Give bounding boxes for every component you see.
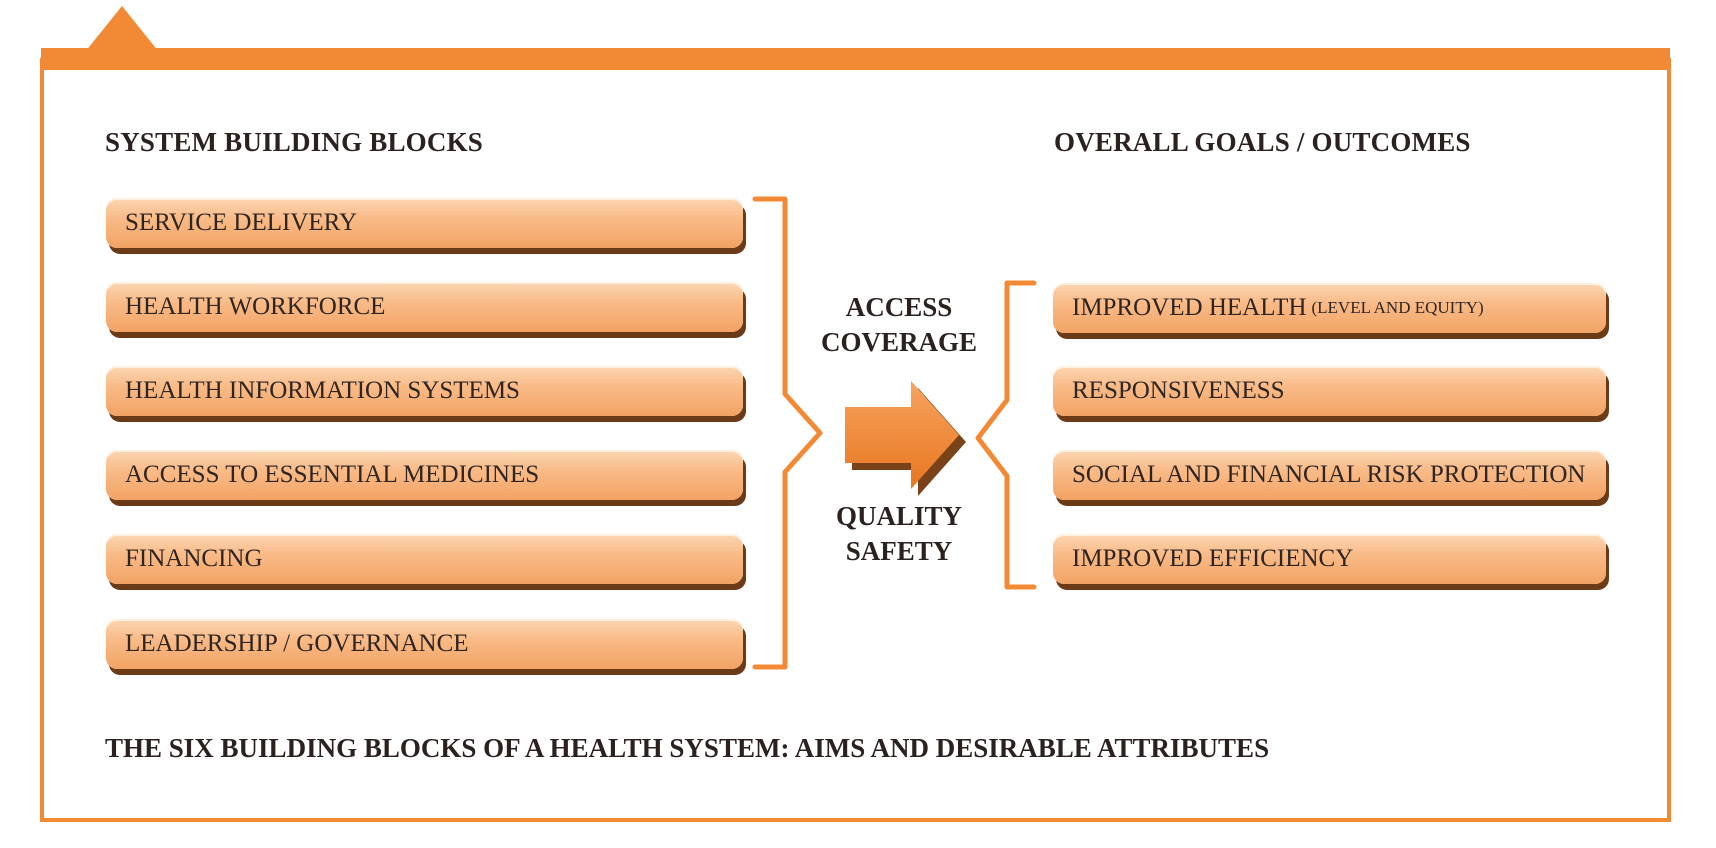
- block-leadership-governance: LEADERSHIP / GOVERNANCE: [106, 619, 743, 669]
- attribute-quality: QUALITY: [835, 501, 963, 531]
- attribute-access: ACCESS: [845, 292, 953, 322]
- block-label: FINANCING: [125, 545, 263, 572]
- block-access-to-essential-medicines: ACCESS TO ESSENTIAL MEDICINES: [106, 450, 743, 500]
- outcome-improved-health: IMPROVED HEALTH (LEVEL AND EQUITY): [1053, 283, 1606, 333]
- outcome-improved-efficiency: IMPROVED EFFICIENCY: [1053, 534, 1606, 584]
- outcomes-heading: OVERALL GOALS / OUTCOMES: [1054, 127, 1471, 157]
- outcome-label: IMPROVED HEALTH: [1072, 294, 1307, 321]
- attributes-bottom: QUALITY SAFETY: [799, 499, 999, 569]
- outcome-label: RESPONSIVENESS: [1072, 377, 1285, 404]
- block-label: LEADERSHIP / GOVERNANCE: [125, 630, 469, 657]
- outcome-label: SOCIAL AND FINANCIAL RISK PROTECTION: [1072, 461, 1586, 488]
- block-financing: FINANCING: [106, 534, 743, 584]
- block-label: SERVICE DELIVERY: [125, 209, 358, 236]
- block-label: HEALTH WORKFORCE: [125, 293, 386, 320]
- arrow-icon: [845, 381, 959, 489]
- block-label: HEALTH INFORMATION SYSTEMS: [125, 377, 520, 404]
- attribute-safety: SAFETY: [845, 536, 953, 566]
- left-brace: [752, 196, 823, 670]
- block-service-delivery: SERVICE DELIVERY: [106, 198, 743, 248]
- outcome-label: IMPROVED EFFICIENCY: [1072, 545, 1354, 572]
- block-health-workforce: HEALTH WORKFORCE: [106, 282, 743, 332]
- outcome-note: (LEVEL AND EQUITY): [1311, 298, 1484, 317]
- diagram-caption: THE SIX BUILDING BLOCKS OF A HEALTH SYST…: [105, 733, 1270, 763]
- outcome-social-financial-risk-protection: SOCIAL AND FINANCIAL RISK PROTECTION: [1053, 450, 1606, 500]
- right-brace: [975, 280, 1037, 590]
- frame-tab-triangle: [85, 6, 159, 52]
- block-health-information-systems: HEALTH INFORMATION SYSTEMS: [106, 366, 743, 416]
- attributes-top: ACCESS COVERAGE: [799, 290, 999, 360]
- outcome-responsiveness: RESPONSIVENESS: [1053, 366, 1606, 416]
- building-blocks-heading: SYSTEM BUILDING BLOCKS: [105, 127, 483, 157]
- attribute-coverage: COVERAGE: [820, 327, 977, 357]
- frame-border: [40, 58, 1671, 822]
- block-label: ACCESS TO ESSENTIAL MEDICINES: [125, 461, 540, 488]
